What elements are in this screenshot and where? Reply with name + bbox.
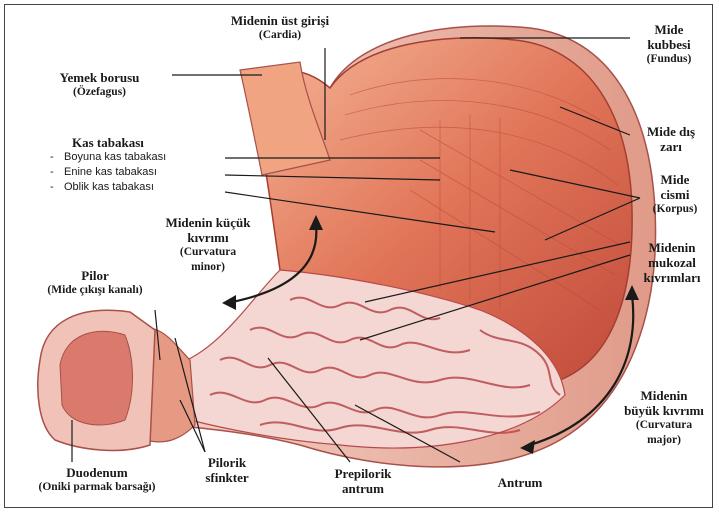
label-minor-line2: kıvrımı — [148, 230, 268, 245]
label-mucosa-line1: Midenin — [632, 240, 712, 255]
duodenum-lumen — [60, 331, 133, 425]
label-sphincter-line1: Pilorik — [192, 455, 262, 470]
label-esophagus-line1: Yemek borusu — [32, 70, 167, 85]
muscle-layer-longitudinal: Boyuna kas tabakası — [64, 151, 166, 163]
label-major-line3: (Curvatura — [614, 418, 714, 433]
label-cardia: Midenin üst girişi (Cardia) — [205, 13, 355, 43]
label-fundus: Mide kubbesi (Fundus) — [634, 22, 704, 67]
label-prepyloric-antrum: Prepilorik antrum — [318, 466, 408, 496]
muscle-layer-item: -Oblik kas tabakası — [50, 180, 166, 195]
label-duodenum: Duodenum (Oniki parmak barsağı) — [22, 465, 172, 495]
muscle-layer-oblique: Oblik kas tabakası — [64, 181, 154, 193]
label-pylorus-line1: Pilor — [20, 268, 170, 283]
muscle-layer-list: Kas tabakası -Boyuna kas tabakası -Enine… — [50, 135, 166, 195]
label-fundus-line1: Mide — [634, 22, 704, 37]
label-cardia-line1: Midenin üst girişi — [205, 13, 355, 28]
label-mucosal-folds: Midenin mukozal kıvrımları — [632, 240, 712, 285]
label-corpus-line2: cismi — [640, 187, 710, 202]
label-major-line2: büyük kıvrımı — [614, 403, 714, 418]
label-minor-curvature: Midenin küçük kıvrımı (Curvatura minor) — [148, 215, 268, 275]
muscle-layer-title: Kas tabakası — [72, 135, 166, 150]
label-pyloric-sphincter: Pilorik sfinkter — [192, 455, 262, 485]
label-prepyloric-line2: antrum — [318, 481, 408, 496]
label-antrum: Antrum — [480, 475, 560, 490]
label-fundus-line2: kubbesi — [634, 37, 704, 52]
muscle-layer-item: -Boyuna kas tabakası — [50, 150, 166, 165]
label-prepyloric-line1: Prepilorik — [318, 466, 408, 481]
muscle-layer-circular: Enine kas tabakası — [64, 166, 157, 178]
label-major-curvature: Midenin büyük kıvrımı (Curvatura major) — [614, 388, 714, 448]
label-corpus: Mide cismi (Korpus) — [640, 172, 710, 217]
label-corpus-line3: (Korpus) — [640, 202, 710, 217]
label-mucosa-line3: kıvrımları — [632, 270, 712, 285]
label-minor-line3: (Curvatura — [148, 245, 268, 260]
label-esophagus: Yemek borusu (Özefagus) — [32, 70, 167, 100]
label-sphincter-line2: sfinkter — [192, 470, 262, 485]
label-pylorus-line2: (Mide çıkışı kanalı) — [20, 283, 170, 298]
label-fundus-line3: (Fundus) — [634, 52, 704, 67]
label-esophagus-line2: (Özefagus) — [32, 85, 167, 100]
label-corpus-line1: Mide — [640, 172, 710, 187]
label-mucosa-line2: mukozal — [632, 255, 712, 270]
label-major-line4: major) — [614, 433, 714, 448]
label-duodenum-line1: Duodenum — [22, 465, 172, 480]
muscle-layer-item: -Enine kas tabakası — [50, 165, 166, 180]
label-duodenum-line2: (Oniki parmak barsağı) — [22, 480, 172, 495]
label-serosa: Mide dış zarı — [636, 124, 706, 154]
label-cardia-line2: (Cardia) — [205, 28, 355, 43]
label-pylorus: Pilor (Mide çıkışı kanalı) — [20, 268, 170, 298]
label-minor-line1: Midenin küçük — [148, 215, 268, 230]
label-serosa-line2: zarı — [636, 139, 706, 154]
label-antrum-line1: Antrum — [480, 475, 560, 490]
label-serosa-line1: Mide dış — [636, 124, 706, 139]
label-major-line1: Midenin — [614, 388, 714, 403]
